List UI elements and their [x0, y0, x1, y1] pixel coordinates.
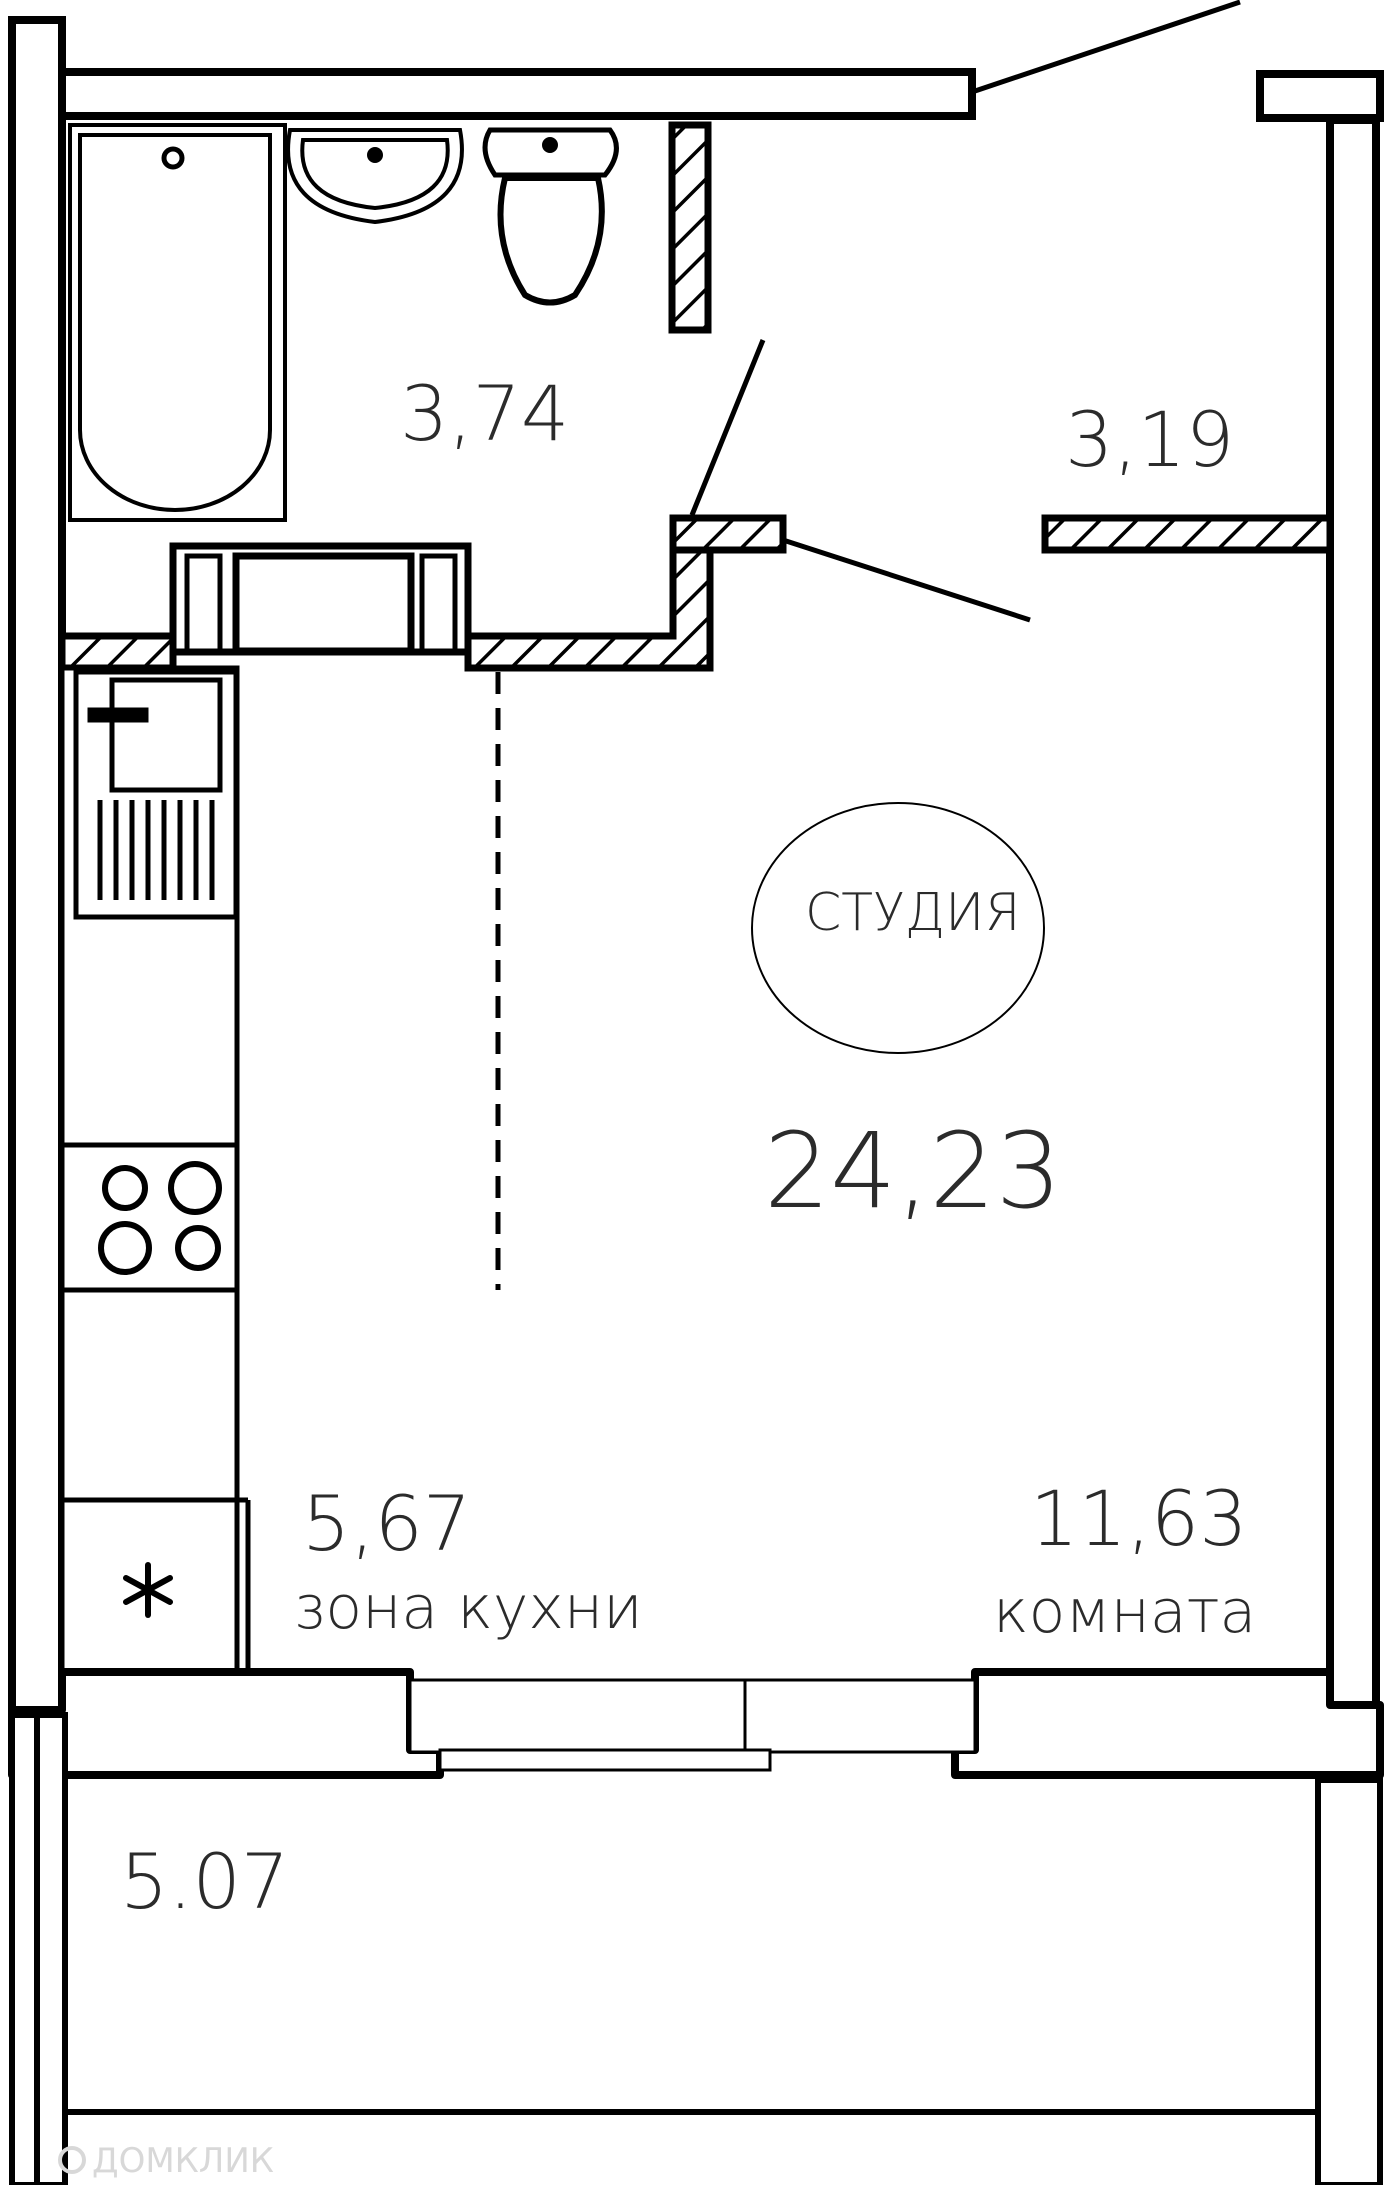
- sink-tap-icon: [87, 707, 149, 723]
- kitchen-fixtures: [59, 665, 251, 1674]
- sink-bowl: [109, 677, 223, 793]
- entrance-door-swing: [971, 0, 1241, 95]
- toilet-bowl: [497, 175, 605, 306]
- domclick-logo: ДОМКЛИК: [58, 2141, 274, 2181]
- studio-total-area: 24,23: [764, 1110, 1062, 1232]
- bathroom-door-swing: [689, 339, 766, 516]
- studio-label: СТУДИЯ: [805, 883, 1021, 943]
- kitchen-zone-label: зона кухни: [293, 1573, 643, 1643]
- room-label: комната: [993, 1577, 1256, 1647]
- bathtub-drain: [161, 146, 185, 170]
- balcony-wall-right: [951, 1668, 1384, 1779]
- balcony: [9, 1712, 1383, 2185]
- bathroom-wall-left: [58, 632, 177, 672]
- watermark-text: ДОМКЛИК: [92, 2141, 274, 2181]
- top-right-wall-stub: [1256, 70, 1384, 122]
- left-wall: [8, 16, 66, 1714]
- door-jamb-left: [184, 553, 223, 654]
- washbasin-tap: [367, 147, 383, 163]
- hob-burner-icon: [102, 1165, 148, 1211]
- fridge-snowflake-icon: [123, 1562, 173, 1618]
- balcony-door: [408, 1678, 977, 1772]
- hob-burner-icon: [168, 1161, 222, 1215]
- studio-badge: [751, 802, 1045, 1054]
- right-wall: [1326, 116, 1380, 1709]
- outer-walls: [8, 16, 1384, 1714]
- sliding-door: [232, 552, 415, 655]
- bathroom-area: 3,74: [400, 369, 569, 458]
- balcony-right-wall: [1315, 1777, 1383, 2185]
- door-swings: [689, 339, 1031, 623]
- hall-door-swing: [782, 537, 1031, 623]
- bathroom-side-wall: [668, 121, 712, 334]
- drainboard-ribs: [97, 800, 215, 900]
- kitchen-area: 5,67: [302, 1479, 471, 1568]
- bathtub-inner: [78, 133, 272, 512]
- washbasin: [286, 128, 464, 225]
- bathroom-wall-right: [464, 546, 714, 672]
- bathtub: [68, 123, 287, 522]
- bathroom-fixtures: [68, 123, 619, 522]
- balcony-door-threshold: [438, 1748, 772, 1772]
- balcony-area: 5.07: [120, 1837, 289, 1926]
- hall-wall-stub: [669, 514, 787, 554]
- balcony-left-wall: [9, 1712, 40, 2185]
- hall-wall-right: [1041, 514, 1334, 554]
- toilet-tank: [482, 127, 619, 178]
- top-wall: [58, 68, 976, 120]
- watermark-logo-icon: [58, 2146, 86, 2174]
- balcony-wall: [8, 1668, 1384, 1779]
- balcony-wall-left: [8, 1668, 444, 1779]
- room-area: 11,63: [1030, 1474, 1248, 1563]
- washbasin-bowl: [300, 138, 450, 211]
- toilet-button: [542, 137, 558, 153]
- bathroom-partitions: [58, 121, 1334, 672]
- balcony-door-frame: [408, 1678, 977, 1754]
- balcony-left-rail: [34, 1712, 68, 2185]
- hob-burner-icon: [175, 1225, 221, 1271]
- door-jamb-right: [419, 553, 458, 654]
- hob-burner-icon: [98, 1221, 152, 1275]
- hallway-area: 3,19: [1065, 395, 1234, 484]
